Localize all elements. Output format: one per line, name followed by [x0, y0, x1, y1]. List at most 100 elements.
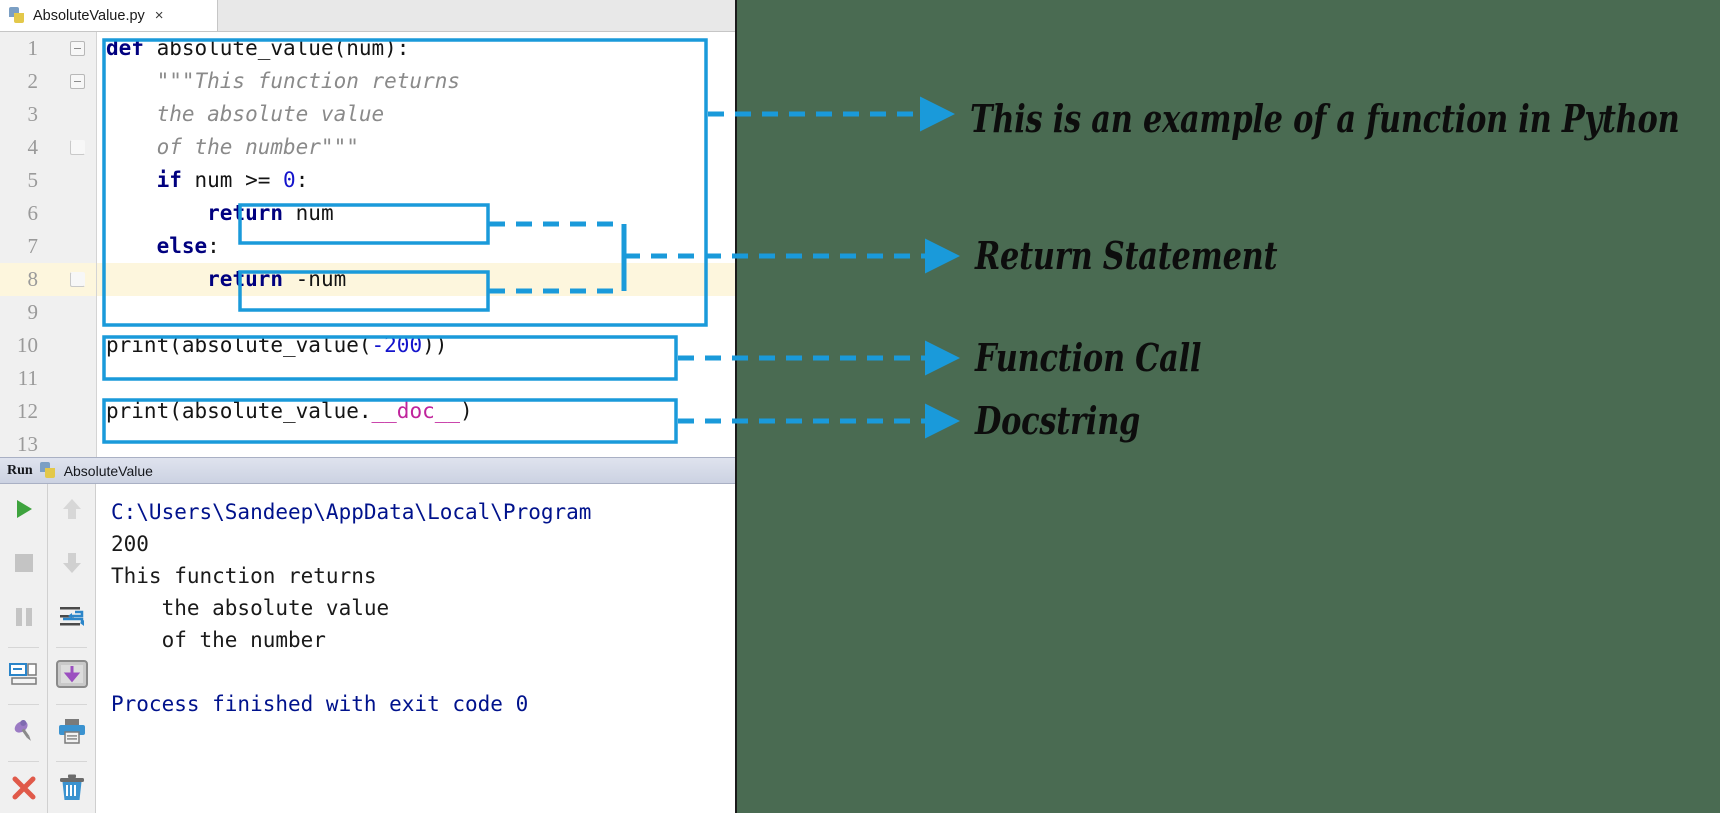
code-token	[106, 234, 157, 258]
code-token: num	[283, 201, 334, 225]
printer-icon	[58, 718, 86, 749]
code-token	[106, 201, 207, 225]
code-token: __doc__	[371, 399, 461, 423]
annotation-return-statement: Return Statement	[975, 233, 1278, 278]
console-view-button[interactable]	[0, 649, 48, 703]
line-number: 1	[27, 36, 39, 60]
code-token: num >=	[181, 168, 284, 192]
line-number: 7	[27, 234, 39, 258]
code-line[interactable]: return -num	[97, 263, 735, 296]
scroll-to-end-button[interactable]	[48, 649, 96, 703]
scroll-up-button	[48, 484, 96, 538]
toolbar-separator	[8, 704, 39, 705]
code-token: return	[207, 267, 284, 291]
code-token: def	[106, 36, 157, 60]
pin-tab-button[interactable]	[0, 706, 48, 760]
line-number: 6	[27, 201, 39, 225]
fold-collapse-icon[interactable]	[70, 41, 85, 56]
code-token: the absolute value	[106, 102, 385, 126]
console-icon	[9, 662, 39, 691]
line-number: 13	[17, 432, 38, 456]
soft-wrap-button[interactable]	[48, 592, 96, 646]
print-button[interactable]	[48, 706, 96, 760]
run-tool-window-header[interactable]: Run AbsoluteValue	[0, 457, 735, 484]
code-token: return	[207, 201, 284, 225]
line-number: 12	[17, 399, 38, 423]
pause-button	[0, 592, 48, 646]
pause-icon	[13, 606, 35, 633]
code-line[interactable]: else:	[97, 230, 735, 263]
console-line: the absolute value	[111, 596, 390, 620]
code-line[interactable]	[97, 362, 735, 395]
line-number-row: 9	[0, 296, 96, 329]
rerun-button[interactable]	[0, 484, 48, 538]
line-number-row: 4	[0, 131, 96, 164]
console-line: 200	[111, 532, 149, 556]
line-number-row: 6	[0, 197, 96, 230]
line-number-row: 11	[0, 362, 96, 395]
code-line[interactable]: print(absolute_value.__doc__)	[97, 395, 735, 428]
clear-all-button[interactable]	[48, 763, 96, 813]
python-config-icon	[39, 462, 57, 479]
run-toolbar-right	[48, 484, 96, 813]
code-token: print(absolute_value(	[106, 333, 372, 357]
code-content[interactable]: def absolute_value(num): """This functio…	[97, 32, 735, 457]
code-token: )	[460, 399, 473, 423]
run-config-name: AbsoluteValue	[63, 462, 153, 479]
run-tool-window: Run AbsoluteValue C:\Users\Sandeep\AppDa…	[0, 457, 735, 813]
console-line: Process finished with exit code 0	[111, 692, 529, 716]
console-line: This function returns	[111, 564, 377, 588]
close-x-icon	[11, 775, 37, 806]
tab-filename: AbsoluteValue.py	[33, 7, 145, 24]
editor-tab-absolutevalue[interactable]: AbsoluteValue.py ×	[0, 0, 218, 31]
pin-icon	[11, 718, 37, 749]
code-token: else	[156, 234, 208, 258]
code-line[interactable]: if num >= 0:	[97, 164, 735, 197]
line-number: 3	[27, 102, 39, 126]
arrow-down-icon	[61, 551, 83, 580]
line-number: 8	[27, 267, 39, 291]
console-line: C:\Users\Sandeep\AppData\Local\Program	[111, 500, 592, 524]
stop-button	[0, 538, 48, 592]
code-token	[106, 267, 207, 291]
fold-end-icon[interactable]	[70, 272, 85, 287]
line-number-row: 1	[0, 32, 96, 65]
code-token: -num	[283, 267, 347, 291]
annotation-function-call: Function Call	[975, 335, 1202, 380]
code-line[interactable]: return num	[97, 197, 735, 230]
line-number: 5	[27, 168, 39, 192]
code-line[interactable]	[97, 296, 735, 329]
code-token: 0	[283, 168, 296, 192]
line-number-row: 13	[0, 428, 96, 457]
line-number: 9	[27, 300, 39, 324]
fold-collapse-icon[interactable]	[70, 74, 85, 89]
stop-square-icon	[13, 552, 35, 579]
code-token: of the number"""	[106, 135, 359, 159]
console-output[interactable]: C:\Users\Sandeep\AppData\Local\Program 20…	[97, 484, 735, 813]
fold-end-icon[interactable]	[70, 140, 85, 155]
code-token: """This function returns	[106, 69, 461, 93]
code-line[interactable]: print(absolute_value(-200))	[97, 329, 735, 362]
scroll-end-icon	[56, 659, 88, 693]
code-line[interactable]: def absolute_value(num):	[97, 32, 735, 65]
code-token: ))	[422, 333, 448, 357]
code-line[interactable]: """This function returns	[97, 65, 735, 98]
scroll-down-button	[48, 538, 96, 592]
line-number-row: 2	[0, 65, 96, 98]
code-token: -200	[371, 333, 423, 357]
code-line[interactable]: the absolute value	[97, 98, 735, 131]
code-token: :	[207, 234, 220, 258]
code-token: absolute_value(num):	[156, 36, 410, 60]
line-number: 2	[27, 69, 39, 93]
line-number: 10	[17, 333, 38, 357]
close-icon[interactable]: ×	[154, 7, 164, 24]
soft-wrap-icon	[58, 605, 86, 634]
annotation-docstring: Docstring	[975, 398, 1141, 443]
code-line[interactable]: of the number"""	[97, 131, 735, 164]
code-line[interactable]	[97, 428, 735, 457]
line-number-row: 12	[0, 395, 96, 428]
close-button[interactable]	[0, 763, 48, 813]
code-token: if	[156, 168, 182, 192]
